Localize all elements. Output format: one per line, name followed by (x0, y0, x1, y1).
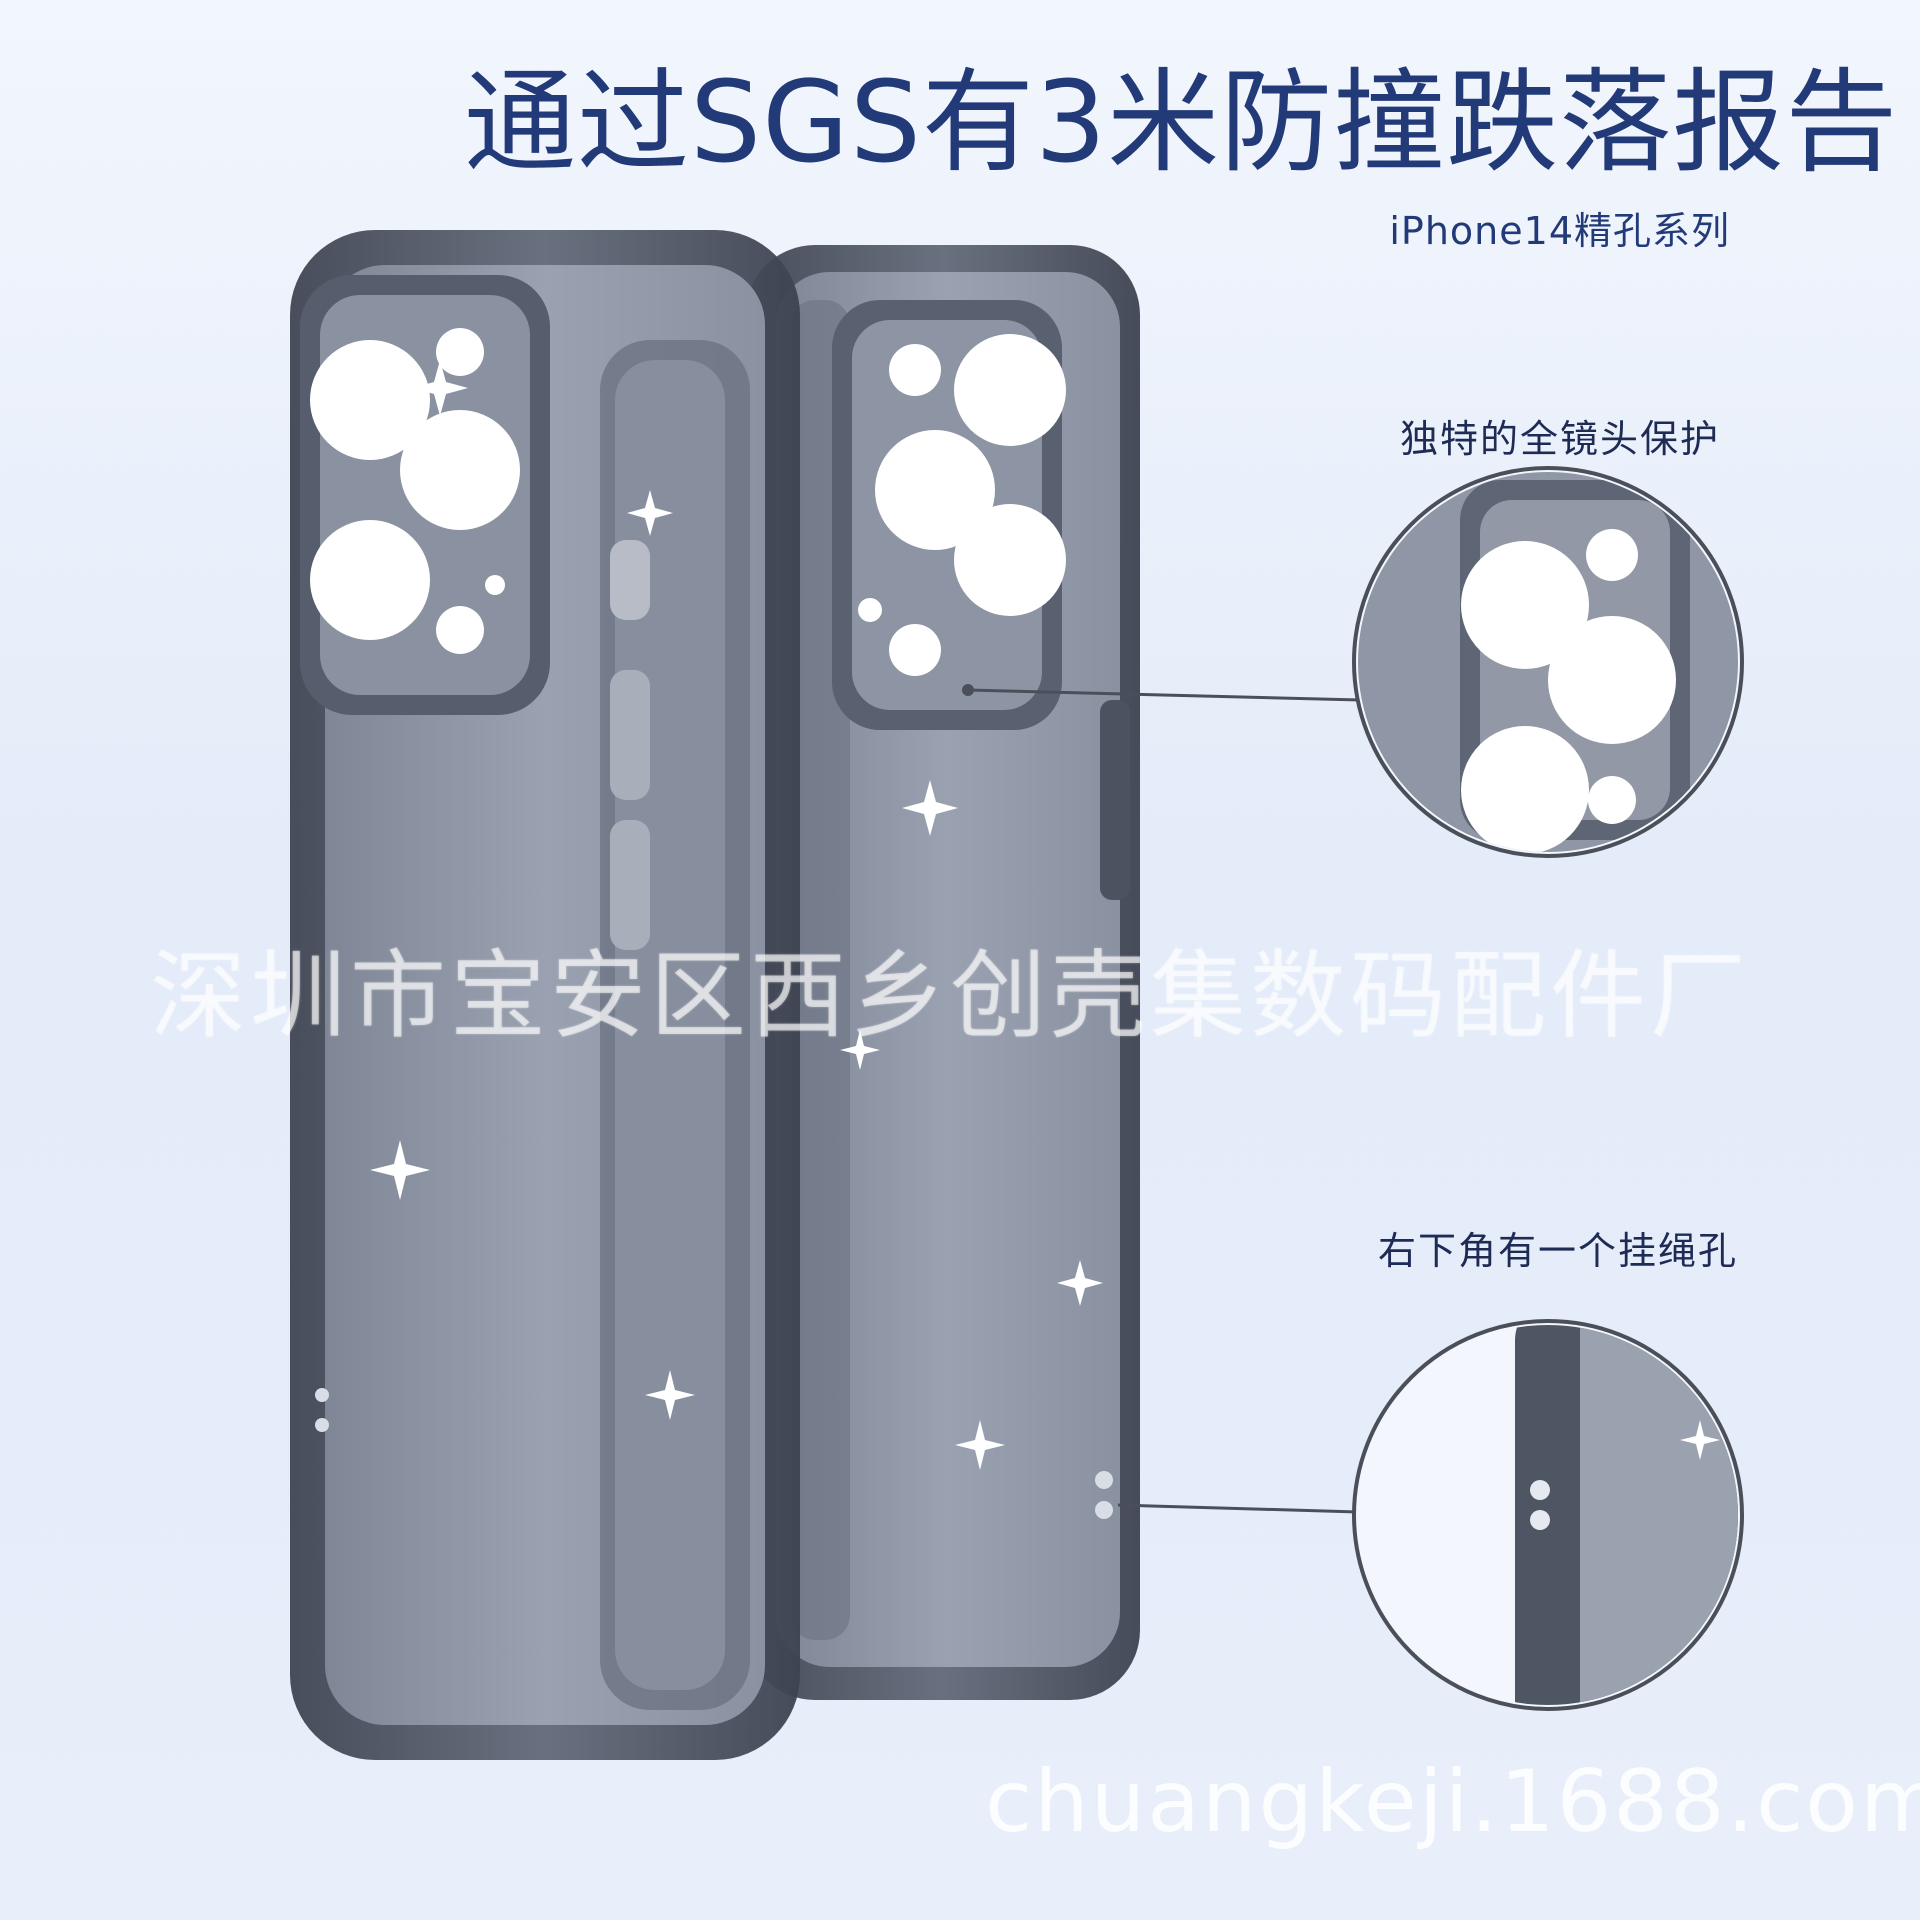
series-label: iPhone14精孔系列 (1389, 209, 1730, 253)
company-watermark: 深圳市宝安区西乡创壳集数码配件厂 (150, 940, 1750, 1052)
zoom-circle-camera (962, 466, 1744, 858)
camera-module-front (300, 275, 550, 715)
sparkle-decorations (370, 360, 1103, 1470)
camera-module-back (832, 300, 1066, 730)
url-watermark: chuangkeji.1688.com (985, 1752, 1920, 1852)
callout-lens-protection: 独特的全镜头保护 (1400, 417, 1721, 461)
callout-lanyard-hole: 右下角有一个挂绳孔 (1378, 1229, 1739, 1273)
zoom-circle-lanyard (1117, 1319, 1744, 1711)
case-front-view (290, 230, 800, 1760)
headline: 通过SGS有3米防撞跌落报告 (464, 58, 1899, 188)
